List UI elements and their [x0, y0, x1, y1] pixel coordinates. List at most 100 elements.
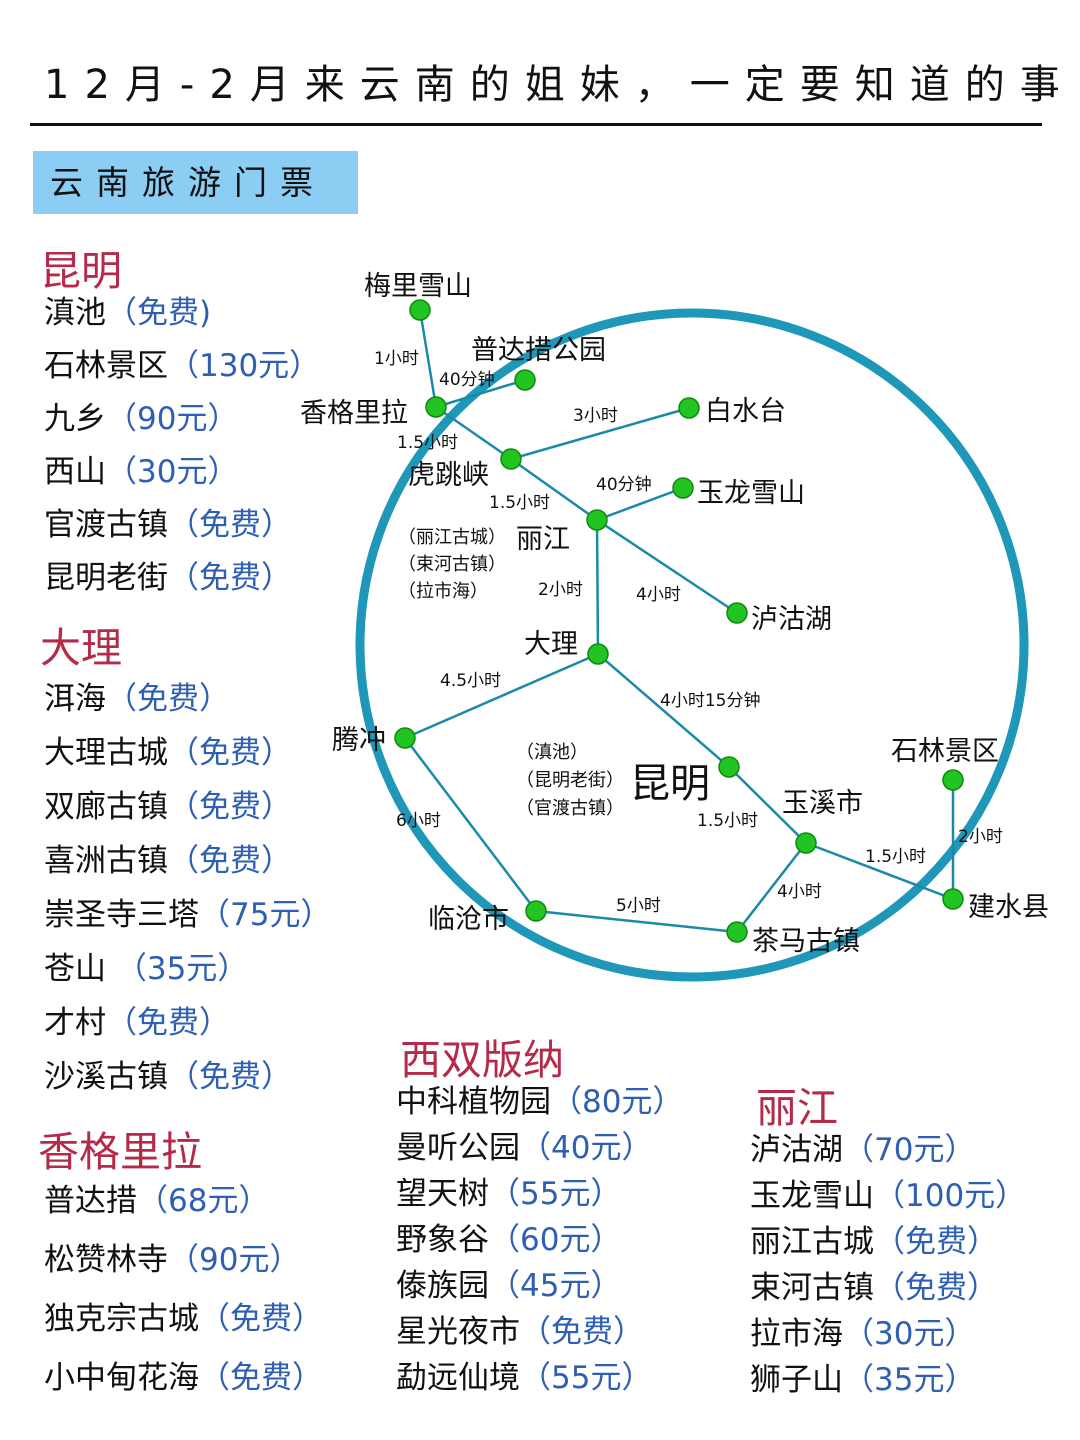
spot-item: 洱海（免费）: [44, 684, 230, 715]
spot-item: 官渡古镇（免费）: [44, 510, 292, 541]
route-edge-meili-xianggelila: [418, 309, 438, 408]
spot-item: 独克宗古城（免费）: [44, 1304, 323, 1335]
spot-item: 狮子山（35元）: [750, 1365, 975, 1396]
spot-name: 松赞林寺: [44, 1242, 168, 1278]
city-name: 香格里拉: [38, 1128, 202, 1176]
node-label-dali: 大理: [524, 629, 578, 660]
spot-item: 星光夜市（免费）: [396, 1317, 644, 1348]
edge-time-label: 1小时: [374, 349, 419, 369]
route-node-dali: [587, 643, 609, 665]
spot-name: 傣族园: [396, 1268, 489, 1304]
route-node-pudacuo: [514, 369, 536, 391]
route-node-luguhu: [726, 602, 748, 624]
spot-name: 喜洲古镇: [44, 843, 168, 879]
spot-item: 勐远仙境（55元）: [396, 1363, 652, 1394]
ticket-group-kunming: 昆明 滇池（免费) 石林景区（130元） 九乡（90元） 西山（30元） 官渡古…: [40, 251, 320, 594]
node-label-yulong: 玉龙雪山: [697, 478, 805, 509]
route-node-kunming: [718, 756, 740, 778]
spot-name: 望天树: [396, 1176, 489, 1212]
spot-name: 崇圣寺三塔: [44, 897, 199, 933]
city-name: 西双版纳: [400, 1036, 564, 1084]
edge-time-label: 1.5小时: [865, 847, 926, 867]
spot-item: 中科植物园（80元）: [396, 1087, 683, 1118]
route-edge-lijiang-yulong: [596, 486, 684, 522]
route-edge-dali-kunming: [597, 653, 730, 768]
spot-name: 昆明老街: [44, 560, 168, 596]
spot-name: 洱海: [44, 681, 106, 717]
node-label-hutiaoxia: 虎跳峡: [408, 460, 489, 491]
route-edge-lijiang-luguhu: [596, 518, 738, 615]
spot-price: （免费）: [168, 507, 292, 543]
spot-item: 松赞林寺（90元）: [44, 1245, 300, 1276]
spot-price: （免费）: [874, 1270, 998, 1306]
edge-time-label: 40分钟: [439, 370, 495, 390]
spot-item: 普达措（68元）: [44, 1186, 269, 1217]
route-edge-xianggelila-pudacuo: [435, 378, 526, 409]
note-kunming: （昆明老街）: [516, 770, 624, 791]
spot-price: （40元）: [520, 1130, 653, 1166]
route-edge-tengchong-lincang: [404, 737, 537, 912]
spot-price: （免费）: [168, 735, 292, 771]
node-label-chamagu: 茶马古镇: [752, 926, 860, 957]
spot-price: （60元）: [489, 1222, 622, 1258]
ticket-group-dali: 大理 洱海（免费） 大理古城（免费） 双廊古镇（免费） 喜洲古镇（免费） 崇圣寺…: [40, 628, 331, 1093]
spot-price: （55元）: [520, 1360, 653, 1396]
spot-price: （100元）: [874, 1178, 1027, 1214]
spot-name: 滇池: [44, 295, 106, 331]
spot-price: （68元）: [137, 1183, 270, 1219]
edge-time-label: 4小时15分钟: [660, 691, 760, 711]
spot-item: 大理古城（免费）: [44, 738, 292, 769]
note-lijiang: （拉市海）: [398, 581, 488, 602]
spot-name: 勐远仙境: [396, 1360, 520, 1396]
edge-time-label: 1.5小时: [397, 433, 458, 453]
spot-item: 西山（30元）: [44, 457, 238, 488]
route-edge-xianggelila-hutiaoxia: [435, 405, 512, 461]
node-label-pudacuo: 普达措公园: [471, 335, 606, 366]
spot-price: （30元）: [106, 454, 239, 490]
ticket-group-lijiang: 丽江 泸沽湖（70元） 玉龙雪山（100元） 丽江古城（免费） 束河古镇（免费）…: [750, 1088, 1026, 1396]
spot-item: 喜洲古镇（免费）: [44, 846, 292, 877]
edge-time-label: 5小时: [616, 896, 661, 916]
node-label-jianshui: 建水县: [968, 892, 1049, 923]
spot-item: 崇圣寺三塔（75元）: [44, 900, 331, 931]
spot-name: 星光夜市: [396, 1314, 520, 1350]
node-label-shilin: 石林景区: [891, 736, 999, 767]
note-lijiang: （丽江古城）: [398, 527, 506, 548]
node-label-xianggelila: 香格里拉: [300, 398, 408, 429]
spot-item: 野象谷（60元）: [396, 1225, 621, 1256]
spot-price: （90元）: [168, 1242, 301, 1278]
spot-name: 普达措: [44, 1183, 137, 1219]
spot-name: 狮子山: [750, 1362, 843, 1398]
route-node-meili: [409, 299, 431, 321]
route-nodes: [394, 299, 964, 943]
spot-price: （80元）: [551, 1084, 684, 1120]
spot-item: 石林景区（130元）: [44, 351, 320, 382]
spot-name: 双廊古镇: [44, 789, 168, 825]
spot-item: 曼听公园（40元）: [396, 1133, 652, 1164]
spot-name: 丽江古城: [750, 1224, 874, 1260]
page-title: 12月-2月来云南的姐妹，一定要知道的事: [44, 62, 1075, 108]
edge-time-label: 2小时: [538, 580, 583, 600]
spot-price: （免费）: [168, 1059, 292, 1095]
spot-price: （免费）: [106, 681, 230, 717]
spot-name: 泸沽湖: [750, 1132, 843, 1168]
title-divider: [30, 123, 1042, 126]
route-edge-yuxi-jianshui: [805, 841, 954, 901]
spot-name: 束河古镇: [750, 1270, 874, 1306]
ticket-group-xishuangbanna: 西双版纳 中科植物园（80元） 曼听公园（40元） 望天树 （55元） 野象谷（6…: [396, 1036, 683, 1394]
route-edge-kunming-yuxi: [728, 766, 807, 844]
route-node-tengchong: [394, 727, 416, 749]
node-label-luguhu: 泸沽湖: [751, 604, 832, 635]
route-node-yulong: [672, 477, 694, 499]
route-node-chamagu: [726, 921, 748, 943]
spot-name: 九乡: [44, 401, 106, 437]
node-label-yuxi: 玉溪市: [782, 788, 863, 819]
spot-name: 拉市海: [750, 1316, 843, 1352]
edge-time-label: 4小时: [777, 882, 822, 902]
note-lijiang: （束河古镇）: [398, 554, 506, 575]
spot-price: （免费）: [168, 843, 292, 879]
spot-item: 九乡（90元）: [44, 404, 238, 435]
spot-price: （75元）: [199, 897, 332, 933]
spot-item: 泸沽湖（70元）: [750, 1135, 975, 1166]
